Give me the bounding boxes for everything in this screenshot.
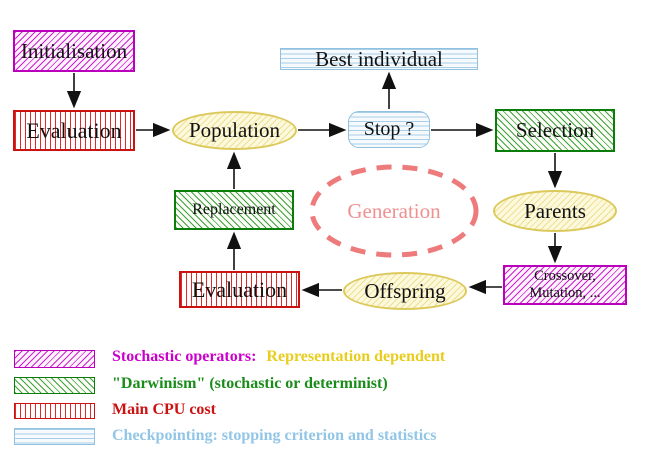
legend-label-cpu-cost: Main CPU cost (112, 401, 216, 419)
legend-swatch-cpu-cost (14, 403, 95, 419)
legend-swatch-checkpointing (14, 428, 95, 445)
node-population: Population (172, 111, 297, 150)
node-crossover-mutation: Crossover, Mutation, ... (503, 265, 627, 305)
legend-label-stochastic-operators: Stochastic operators: Representation depe… (112, 348, 445, 366)
crossover-line2: Mutation, ... (529, 285, 601, 301)
node-stop: Stop ? (348, 111, 430, 148)
node-evaluation-top: Evaluation (13, 110, 135, 151)
node-best-individual: Best individual (280, 47, 478, 71)
generation-dashed-ellipse (309, 164, 479, 258)
generation-label: Generation (347, 199, 441, 223)
node-initialisation: Initialisation (13, 30, 135, 72)
legend-swatch-stochastic-operators (14, 350, 95, 368)
node-offspring: Offspring (343, 272, 467, 310)
legend-text-cpu-cost: Main CPU cost (112, 401, 216, 418)
legend-swatch-darwinism (14, 377, 95, 394)
legend-label-darwinism: "Darwinism" (stochastic or determinist) (112, 375, 388, 393)
node-replacement: Replacement (174, 190, 294, 230)
crossover-line1: Crossover, (534, 267, 596, 284)
legend-text-darwinism: "Darwinism" (stochastic or determinist) (112, 375, 388, 392)
legend-label-checkpointing: Checkpointing: stopping criterion and st… (112, 427, 436, 445)
legend-text-stochastic: Stochastic operators: (112, 348, 257, 365)
node-parents: Parents (493, 190, 617, 232)
node-evaluation-bottom: Evaluation (179, 271, 300, 308)
legend-text-representation: Representation dependent (266, 348, 446, 365)
legend-text-checkpointing: Checkpointing: stopping criterion and st… (112, 427, 437, 444)
node-selection: Selection (495, 109, 615, 152)
